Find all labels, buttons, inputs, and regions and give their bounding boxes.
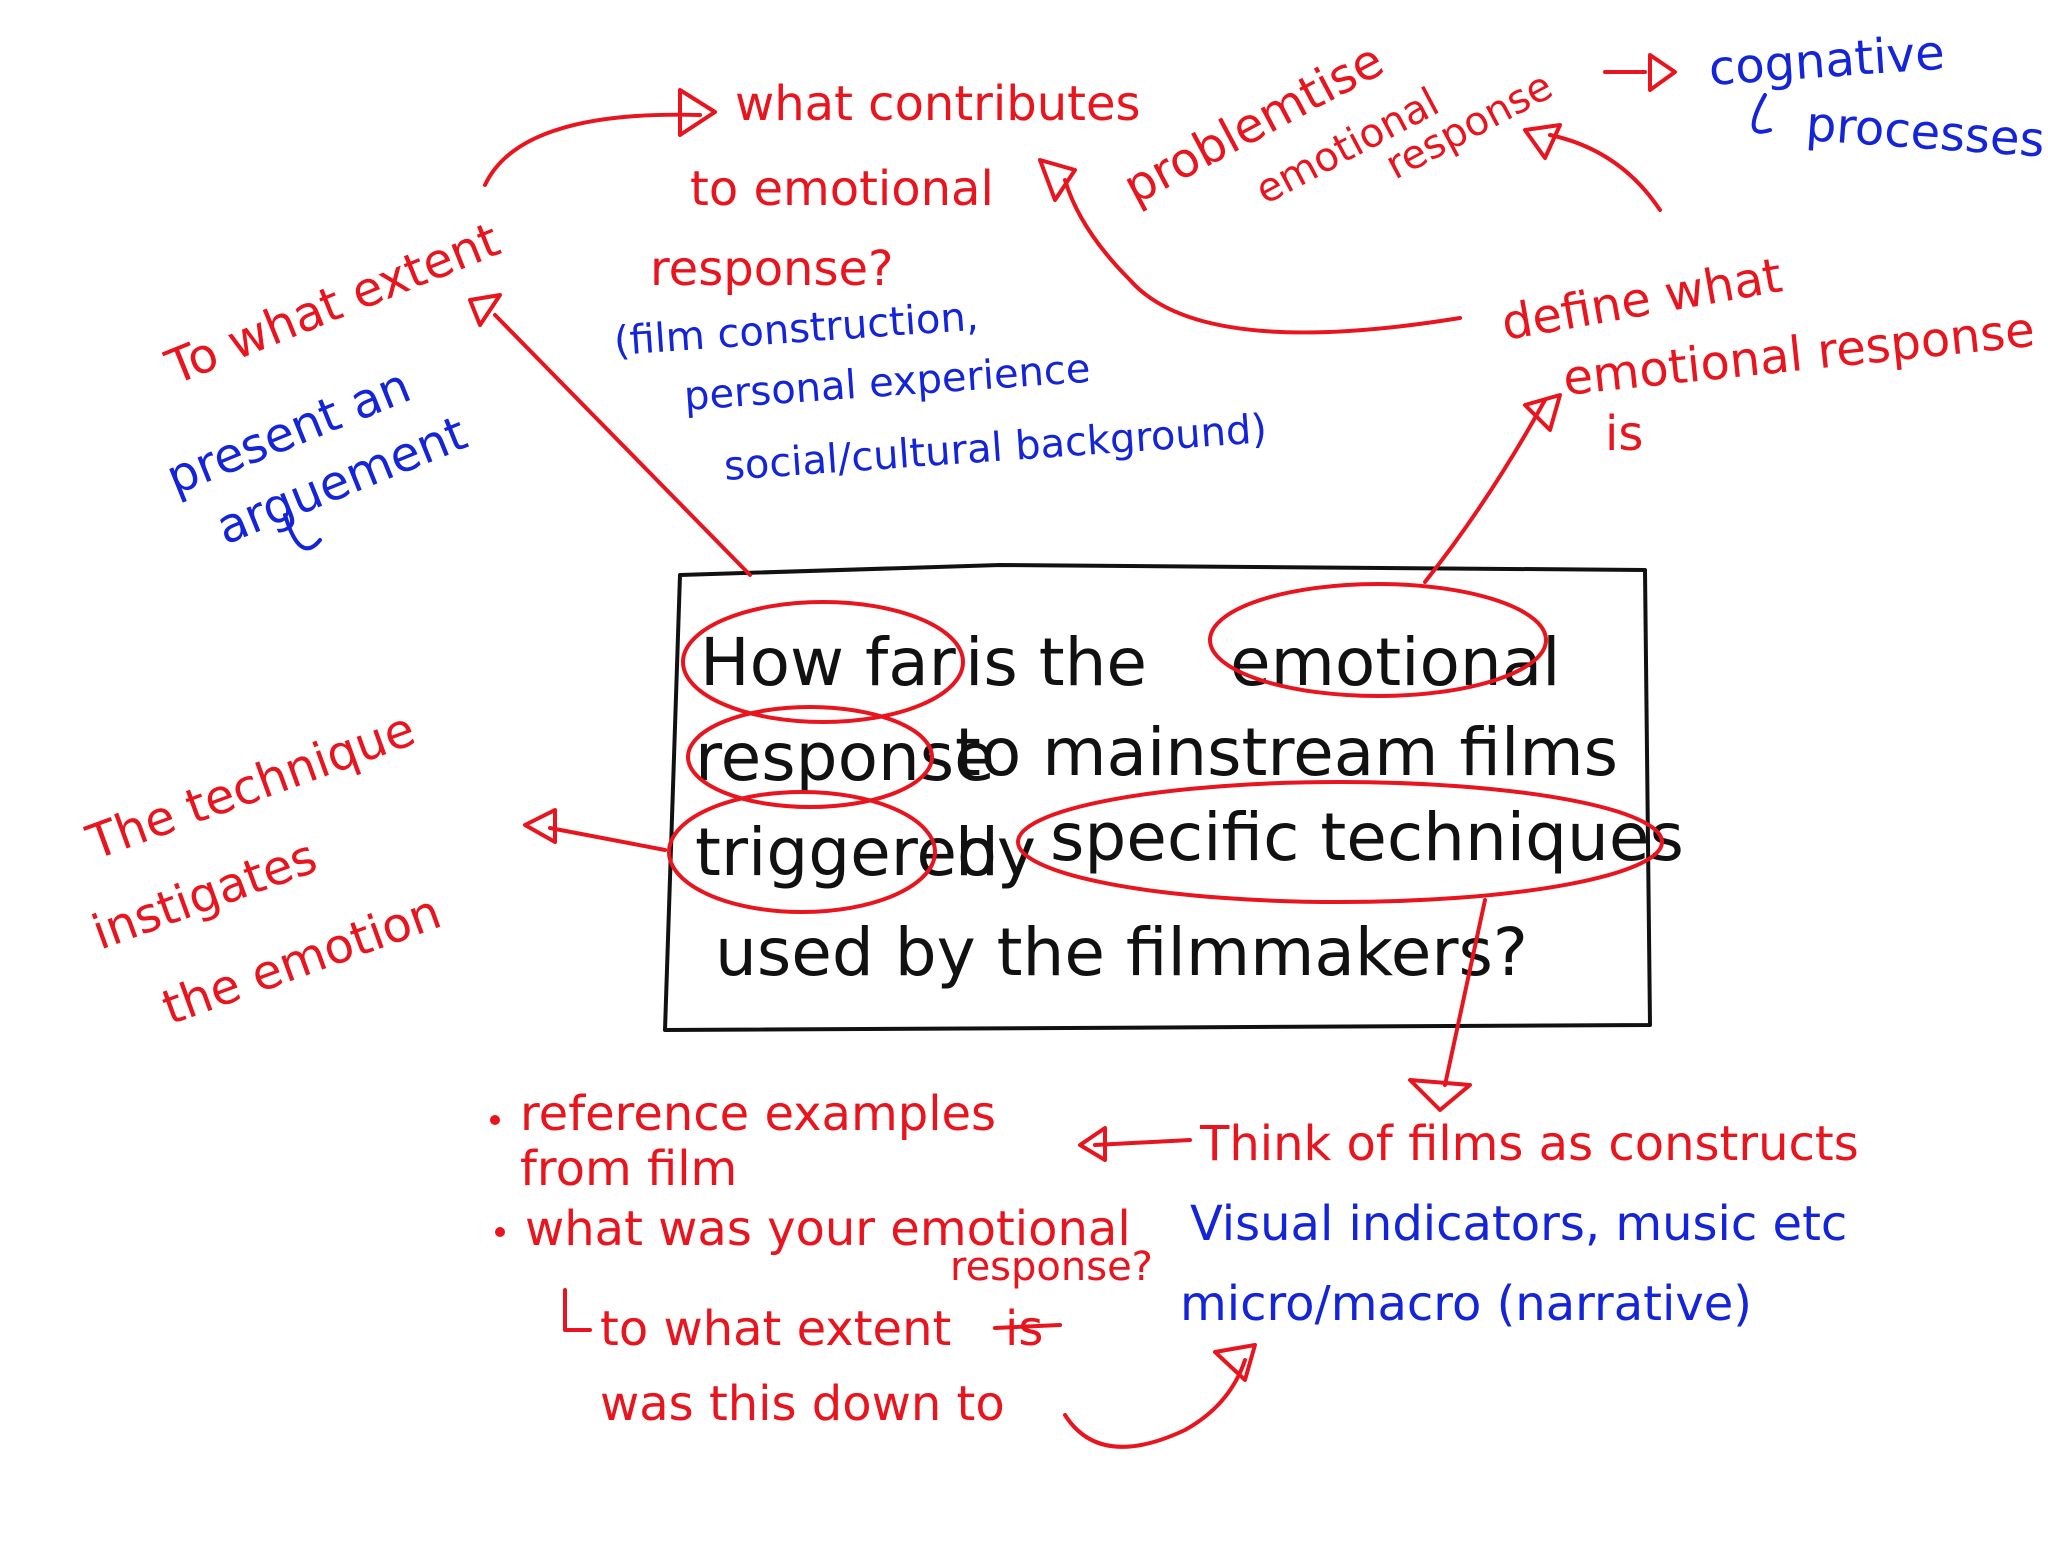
arrow-extent-to-contributes: [483, 112, 702, 187]
arrow-triggered-to-technique: [548, 826, 667, 852]
circle-triggered: [667, 790, 937, 914]
arrowhead-emotional-response: [1523, 123, 1562, 160]
arrow-define-to-problemtise: [1063, 178, 1462, 335]
note-to-emotional: to emotional: [690, 161, 994, 217]
arrowhead-contributes: [678, 88, 717, 137]
arrow-emotional-to-define: [1423, 398, 1547, 584]
arrow-techniques-to-think: [1443, 898, 1487, 1087]
question-box: [663, 563, 1652, 1032]
note-is: is: [1605, 406, 1643, 462]
arrowhead-technique: [523, 808, 557, 844]
note-micro-macro: micro/macro (narrative): [1180, 1276, 1752, 1332]
arrowhead-problemtise: [1038, 158, 1077, 202]
reference-notes: reference examples from film what was yo…: [490, 1086, 1153, 1432]
note-social-cultural: social/cultural background): [722, 406, 1268, 490]
note-from-film: from film: [520, 1141, 737, 1197]
note-what-contributes: what contributes: [735, 76, 1141, 132]
arrow-howfar-to-extent: [493, 313, 752, 577]
problemtise-notes: problemtise emotional response cognative…: [1114, 25, 2046, 216]
bullet-what-was: [495, 1227, 505, 1237]
note-reference-examples: reference examples: [520, 1086, 996, 1142]
hook-to-what-extent: [563, 1288, 592, 1332]
question-to-mainstream-films: to mainstream films: [955, 714, 1618, 791]
question-is-the: is the: [965, 624, 1147, 701]
note-processes: processes: [1804, 96, 2046, 169]
note-film-construction: (film construction,: [612, 294, 979, 365]
note-what-was-your: what was your emotional: [525, 1201, 1131, 1257]
question-triggered: triggered: [695, 814, 999, 891]
hook-arguement: [283, 513, 322, 551]
arrow-define-to-emotional-response: [1548, 133, 1662, 212]
arrowhead-extent: [468, 293, 502, 327]
arrowhead-think: [1408, 1078, 1472, 1112]
note-to-what-extent: To what extent: [158, 212, 508, 397]
circle-specific-techniques: [1016, 780, 1664, 904]
question-response: response: [695, 719, 995, 796]
circle-response: [686, 705, 934, 809]
note-visual-indicators: Visual indicators, music etc: [1190, 1196, 1847, 1252]
note-response-bottom: response?: [950, 1244, 1153, 1290]
bullet-reference: [490, 1115, 500, 1125]
strikethrough-is: [993, 1323, 1062, 1330]
question-specific-techniques: specific techniques: [1050, 799, 1684, 876]
arrow-down-to-micro: [1063, 1358, 1247, 1449]
circle-how-far: [681, 600, 965, 724]
question-how-far: How far: [700, 624, 957, 701]
arrowhead-define: [1523, 393, 1562, 432]
constructs-notes: Think of films as constructs Visual indi…: [1180, 1116, 1859, 1332]
note-to-what-extent-sub: to what extent: [600, 1301, 951, 1357]
hook-cognative: [1751, 93, 1772, 134]
note-the-technique: The technique: [79, 701, 422, 872]
question-used-by-filmmakers: used by the filmmakers?: [715, 914, 1528, 991]
note-cognative: cognative: [1707, 25, 1946, 97]
central-question: How far is the emotional response to mai…: [663, 563, 1684, 1032]
technique-notes: The technique instigates the emotion: [79, 701, 448, 1036]
arrowhead-cognative: [1648, 53, 1677, 92]
define-notes: define what emotional response is: [1497, 247, 2037, 462]
arrowhead-micro: [1213, 1343, 1257, 1382]
circle-emotional: [1208, 582, 1548, 698]
extent-notes: To what extent present an arguement: [158, 212, 508, 556]
arrow-think-to-reference: [1093, 1138, 1192, 1147]
note-personal-experience: personal experience: [682, 346, 1091, 420]
note-think-of-films: Think of films as constructs: [1199, 1116, 1859, 1172]
question-emotional: emotional: [1230, 624, 1560, 701]
note-was-this-down-to: was this down to: [600, 1376, 1005, 1432]
arrowhead-reference: [1078, 1126, 1107, 1162]
note-response-question: response?: [650, 241, 894, 297]
connectors: [283, 53, 1772, 1449]
